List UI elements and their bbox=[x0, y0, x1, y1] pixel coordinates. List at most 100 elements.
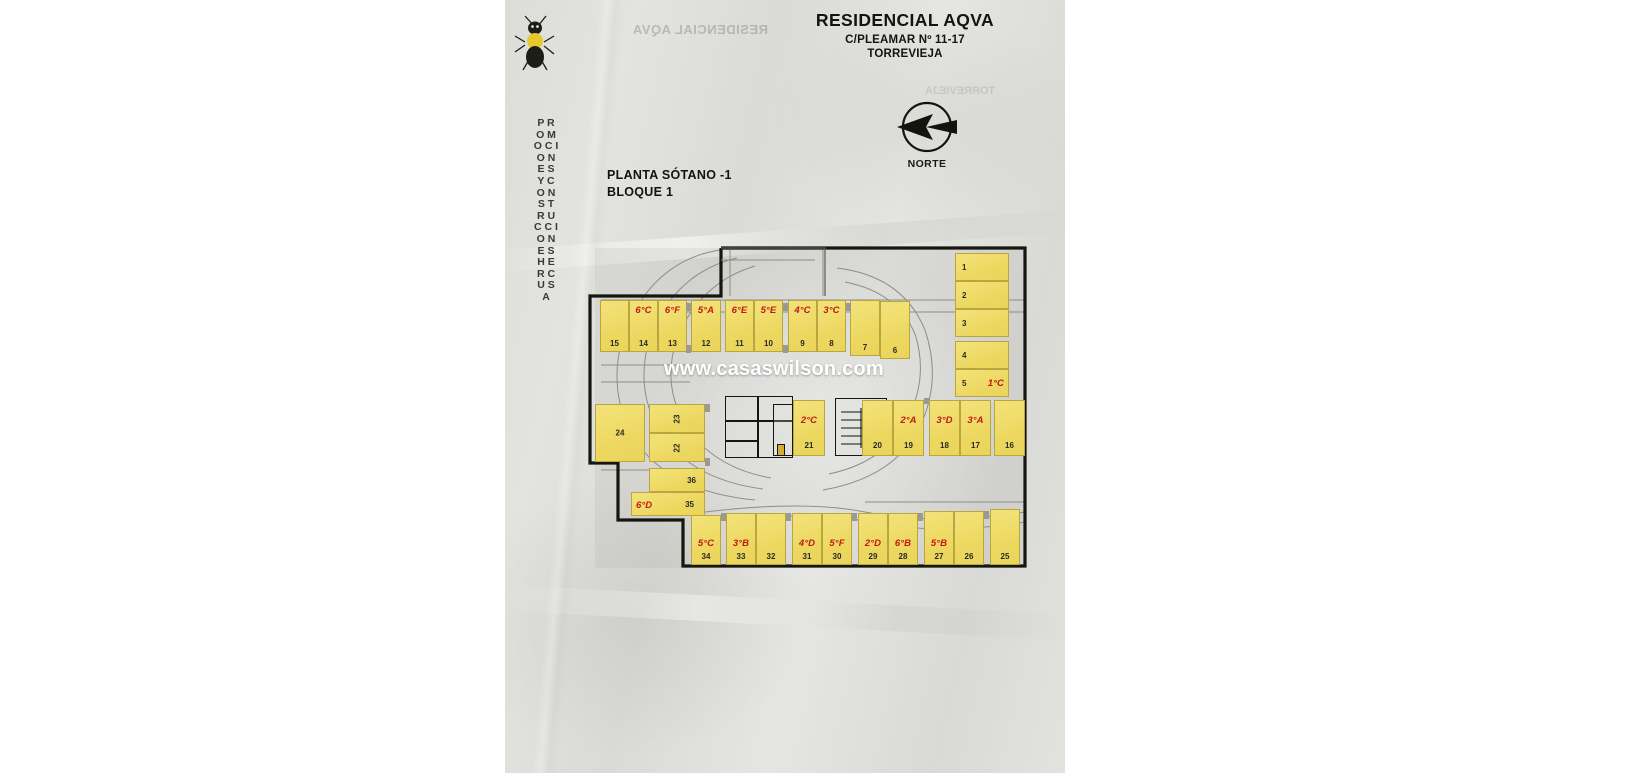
structural-pillar bbox=[705, 404, 710, 412]
parking-stall[interactable]: 1°C 5 bbox=[955, 369, 1009, 397]
company-logo-icon bbox=[514, 15, 555, 71]
parking-stall[interactable]: 2°A 19 bbox=[893, 400, 924, 456]
structural-pillar bbox=[783, 303, 788, 311]
parking-stall[interactable]: 3°A 17 bbox=[960, 400, 991, 456]
parking-stall[interactable]: 15 bbox=[600, 300, 629, 352]
stall-number: 30 bbox=[832, 552, 842, 561]
parking-stall[interactable]: 3°C 8 bbox=[817, 300, 846, 352]
parking-stall[interactable]: 7 bbox=[850, 300, 880, 356]
compass-label: NORTE bbox=[907, 158, 947, 170]
stall-number: 1 bbox=[962, 263, 967, 272]
stall-code: 2°D bbox=[864, 538, 882, 549]
parking-stall[interactable]: 2°C 21 bbox=[793, 400, 825, 456]
structural-pillar bbox=[984, 511, 989, 519]
parking-stall[interactable]: 5°F 30 bbox=[822, 513, 852, 565]
structural-pillar bbox=[783, 345, 788, 353]
north-compass: NORTE bbox=[893, 96, 961, 176]
development-address: C/PLEAMAR Nº 11-17 bbox=[845, 34, 965, 46]
stall-number: 20 bbox=[873, 441, 882, 450]
photo-right-margin bbox=[1065, 0, 1638, 773]
stall-code: 3°B bbox=[732, 538, 750, 549]
plan-block-label: BLOQUE 1 bbox=[607, 185, 674, 199]
parking-stall[interactable]: 6°F 13 bbox=[658, 300, 687, 352]
stall-code: 6°F bbox=[664, 305, 681, 316]
stall-number: 27 bbox=[934, 552, 944, 561]
stall-number: 33 bbox=[736, 552, 746, 561]
structural-pillar bbox=[924, 398, 929, 404]
parking-stall[interactable]: 6°C 14 bbox=[629, 300, 658, 352]
stall-number: 14 bbox=[639, 339, 648, 348]
structural-pillar bbox=[852, 513, 857, 521]
development-city: TORREVIEJA bbox=[867, 48, 943, 60]
stall-code: 3°D bbox=[936, 415, 953, 426]
stall-code: 5°F bbox=[829, 538, 845, 549]
parking-stall[interactable]: 3°B 33 bbox=[726, 513, 756, 565]
parking-stall[interactable]: 6°B 28 bbox=[888, 513, 918, 565]
stall-number: 19 bbox=[904, 441, 913, 450]
core-wall bbox=[725, 420, 793, 422]
stall-number: 10 bbox=[764, 339, 773, 348]
parking-stall[interactable]: 32 bbox=[756, 513, 786, 565]
stall-code: 2°C bbox=[800, 415, 818, 426]
parking-stall[interactable]: 5°C 34 bbox=[691, 515, 721, 565]
structural-pillar bbox=[918, 513, 923, 521]
stall-code: 5°A bbox=[697, 305, 715, 316]
stall-number: 3 bbox=[962, 319, 967, 328]
core-wall bbox=[725, 440, 759, 442]
stall-number: 31 bbox=[802, 552, 812, 561]
plan-level-label: PLANTA SÓTANO -1 bbox=[607, 168, 732, 182]
company-name-vertical: P R O M O C I O N E S Y C O N S T R U C … bbox=[533, 117, 559, 303]
parking-stall[interactable]: 6 bbox=[880, 301, 910, 359]
parking-stall[interactable]: 24 bbox=[595, 404, 645, 462]
stall-number: 6 bbox=[892, 346, 898, 355]
structural-pillar bbox=[686, 345, 691, 353]
structural-pillar bbox=[721, 513, 726, 521]
parking-stall[interactable]: 23 bbox=[649, 404, 705, 433]
stall-number: 21 bbox=[804, 441, 814, 450]
stall-number: 7 bbox=[862, 343, 868, 352]
stall-code: 3°C bbox=[823, 305, 840, 316]
elevator-shaft bbox=[777, 444, 785, 456]
stall-number: 24 bbox=[615, 428, 625, 438]
title-block: RESIDENCIAL AQVA C/PLEAMAR Nº 11-17 TORR… bbox=[755, 10, 1055, 60]
stall-number: 18 bbox=[940, 441, 949, 450]
parking-stall[interactable]: 6°E 11 bbox=[725, 300, 754, 352]
floor-plan-drawing: 15 6°C 14 6°F 13 5°A 12 6°E 11 5°E 10 4°… bbox=[505, 0, 1065, 773]
parking-stall[interactable]: 1 bbox=[955, 253, 1009, 281]
stall-number: 13 bbox=[668, 339, 677, 348]
stall-code: 2°A bbox=[900, 415, 917, 426]
stall-code: 6°B bbox=[894, 538, 912, 549]
parking-stall[interactable]: 5°B 27 bbox=[924, 511, 954, 565]
parking-stall[interactable]: 5°E 10 bbox=[754, 300, 783, 352]
stall-number: 12 bbox=[701, 339, 711, 348]
stall-code: 3°A bbox=[967, 415, 984, 426]
parking-stall[interactable]: 4 bbox=[955, 341, 1009, 369]
stall-number: 26 bbox=[964, 552, 974, 561]
parking-stall[interactable]: 16 bbox=[994, 400, 1025, 456]
parking-stall[interactable]: 4°C 9 bbox=[788, 300, 817, 352]
building-outline bbox=[588, 246, 1027, 568]
parking-stall[interactable]: 3°D 18 bbox=[929, 400, 960, 456]
parking-stall[interactable]: 26 bbox=[954, 511, 984, 565]
parking-stall[interactable]: 5°A 12 bbox=[691, 300, 721, 352]
parking-stall[interactable]: 2°D 29 bbox=[858, 513, 888, 565]
parking-stall[interactable]: 4°D 31 bbox=[792, 513, 822, 565]
parking-stall[interactable]: 3 bbox=[955, 309, 1009, 337]
stall-number: 17 bbox=[971, 441, 980, 450]
parking-stall[interactable]: 2 bbox=[955, 281, 1009, 309]
stall-number: 16 bbox=[1005, 441, 1014, 450]
development-title: RESIDENCIAL AQVA bbox=[815, 10, 995, 30]
stall-code: 5°B bbox=[930, 538, 948, 549]
stall-number: 34 bbox=[701, 552, 711, 561]
photo-left-margin bbox=[0, 0, 505, 773]
plan-heading: PLANTA SÓTANO -1 BLOQUE 1 bbox=[607, 168, 732, 199]
stall-code: 4°C bbox=[794, 305, 811, 316]
parking-stall[interactable]: 36 bbox=[649, 468, 705, 492]
parking-stall[interactable]: 25 bbox=[990, 509, 1020, 565]
stall-code: 4°D bbox=[798, 538, 816, 549]
parking-stall[interactable]: 22 bbox=[649, 433, 705, 462]
parking-stall[interactable]: 6°D 35 bbox=[631, 492, 705, 516]
stall-code: 6°E bbox=[731, 305, 748, 316]
structural-pillar bbox=[686, 303, 691, 311]
parking-stall[interactable]: 20 bbox=[862, 400, 893, 456]
